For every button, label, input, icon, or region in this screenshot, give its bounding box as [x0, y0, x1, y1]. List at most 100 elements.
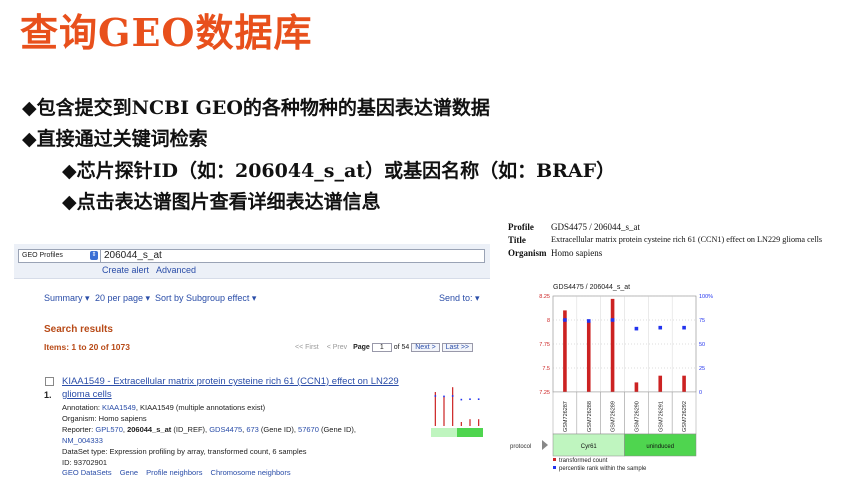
profile-thumbnail-chart[interactable]: [417, 382, 485, 440]
percentile-rank-point: [682, 325, 686, 330]
reporter-gpl-link[interactable]: GPL570: [95, 425, 123, 434]
annotation-rest: , KIAA1549 (multiple annotations exist): [135, 403, 266, 412]
thumb-bar: [452, 387, 454, 426]
sample-label: GSM726288: [587, 401, 593, 432]
reporter-gene-673-link[interactable]: 673: [246, 425, 259, 434]
result-dataset-type: DataSet type: Expression profiling by ar…: [62, 447, 307, 456]
reporter-refseq-link[interactable]: NM_004333: [62, 436, 103, 445]
result-number: 1.: [44, 390, 52, 400]
legend-transformed: transformed count: [559, 458, 608, 464]
chromosome-neighbors-link[interactable]: Chromosome neighbors: [210, 468, 291, 477]
group-label: uninduced: [646, 444, 674, 450]
thumb-bar: [460, 422, 462, 426]
organism-label: Organism: [508, 248, 547, 258]
result-links: GEO DataSets Gene Profile neighbors Chro…: [62, 468, 291, 477]
thumb-group-bar: [457, 428, 483, 437]
result-checkbox[interactable]: [45, 377, 54, 386]
next-page-button[interactable]: Next >: [411, 343, 440, 352]
pager: << First < Prev Page 1 of 54 Next > Last…: [295, 343, 473, 352]
reporter-gds-link[interactable]: GDS4475: [209, 425, 243, 434]
percentile-rank-point: [634, 326, 639, 331]
y2-tick-label: 25: [699, 366, 705, 372]
thumb-bar: [443, 396, 445, 426]
result-title-link-line2[interactable]: glioma cells: [62, 389, 112, 400]
percentile-rank-point: [610, 318, 615, 322]
expression-profile-chart[interactable]: GDS4475 / 206044_s_at7.257.57.7588.25025…: [508, 280, 730, 478]
reporter-geneid-2: (Gene ID),: [318, 425, 356, 434]
database-select[interactable]: GEO Profiles ⇕: [18, 249, 101, 263]
items-count: Items: 1 to 20 of 1073: [44, 342, 130, 352]
legend-swatch-percentile: [553, 466, 556, 469]
bullet-click-image: ◆点击表达谱图片查看详细表达谱信息: [62, 191, 381, 213]
page-label: Page: [353, 344, 370, 351]
thumb-group-bar: [431, 428, 457, 437]
percentile-rank-point: [658, 325, 663, 330]
summary-format-menu[interactable]: Summary ▾: [44, 293, 90, 303]
reporter-gene-57670-link[interactable]: 57670: [298, 425, 319, 434]
legend-percentile: percentile rank within the sample: [559, 466, 647, 472]
y-tick-label: 8: [547, 318, 550, 324]
group-label: Cyr61: [581, 444, 598, 450]
send-to-menu[interactable]: Send to: ▾: [439, 293, 480, 303]
transformed-count-bar: [634, 382, 639, 392]
thumb-point: [460, 398, 463, 401]
sample-label: GSM726290: [634, 401, 640, 432]
last-page-button[interactable]: Last >>: [441, 343, 473, 352]
thumb-point: [469, 398, 471, 400]
y2-tick-label: 100%: [699, 294, 713, 300]
per-page-menu[interactable]: 20 per page ▾: [95, 293, 151, 303]
percentile-rank-point: [586, 319, 591, 323]
reporter-probe-id: 206044_s_at: [127, 425, 172, 434]
protocol-axis-label: protocol: [510, 444, 531, 450]
select-arrows-icon: ⇕: [90, 251, 98, 260]
thumb-bar: [478, 419, 480, 426]
result-title-link[interactable]: KIAA1549 - Extracellular matrix protein …: [62, 376, 399, 387]
prev-page-link[interactable]: < Prev: [326, 344, 348, 351]
transformed-count-bar: [563, 310, 567, 392]
search-input[interactable]: 206044_s_at: [100, 249, 485, 263]
transformed-count-bar: [682, 375, 686, 392]
thumb-bar: [469, 419, 471, 426]
sample-label: GSM726289: [611, 401, 617, 432]
bullet-keyword-search: ◆直接通过关键词检索: [22, 128, 208, 150]
sample-label: GSM726291: [658, 401, 664, 432]
organism-value: Homo sapiens: [551, 248, 603, 258]
chart-title: GDS4475 / 206044_s_at: [553, 284, 630, 291]
sort-menu[interactable]: Sort by Subgroup effect ▾: [155, 293, 257, 303]
percentile-rank-point: [563, 318, 567, 322]
transformed-count-bar: [610, 298, 615, 392]
bullet-probe-id: ◆芯片探针ID（如：206044_s_at）或基因名称（如：BRAF）: [62, 160, 616, 182]
sample-label: GSM726292: [682, 401, 688, 432]
annotation-label: Annotation:: [62, 403, 100, 412]
bullet-ncbi-geo: ◆包含提交到NCBI GEO的各种物种的基因表达谱数据: [22, 97, 490, 119]
result-reporter: Reporter: GPL570, 206044_s_at (ID_REF), …: [62, 425, 356, 434]
thumb-point: [477, 398, 480, 400]
geo-search-panel: GEO Profiles ⇕ 206044_s_at Create alert …: [14, 244, 490, 480]
thumb-bar: [434, 392, 436, 426]
gene-link[interactable]: Gene: [119, 468, 139, 477]
legend-swatch-transformed: [553, 458, 556, 461]
slide-title: 查询GEO数据库: [20, 10, 313, 55]
profile-value: GDS4475 / 206044_s_at: [551, 222, 641, 232]
title-value: Extracellular matrix protein cysteine ri…: [551, 235, 823, 244]
total-pages: of 54: [393, 344, 410, 351]
y-tick-label: 8.25: [539, 294, 550, 300]
reporter-label: Reporter:: [62, 425, 94, 434]
annotation-gene-link[interactable]: KIAA1549: [102, 403, 136, 412]
group-cell-uninduced: [624, 433, 697, 457]
profile-label: Profile: [508, 222, 534, 232]
result-organism: Organism: Homo sapiens: [62, 414, 147, 423]
y-tick-label: 7.75: [539, 342, 550, 348]
reporter-idref: (ID_REF),: [171, 425, 208, 434]
y-tick-label: 7.25: [539, 390, 550, 396]
geo-datasets-link[interactable]: GEO DataSets: [62, 468, 112, 477]
y-tick-label: 7.5: [542, 366, 550, 372]
protocol-arrow-icon: [542, 440, 548, 450]
first-page-link[interactable]: << First: [295, 344, 319, 351]
page-number-input[interactable]: 1: [371, 343, 392, 352]
advanced-search-link[interactable]: Advanced: [156, 265, 197, 275]
thumb-point: [451, 395, 454, 397]
create-alert-link[interactable]: Create alert: [102, 265, 150, 275]
transformed-count-bar: [586, 321, 591, 392]
profile-neighbors-link[interactable]: Profile neighbors: [146, 468, 203, 477]
